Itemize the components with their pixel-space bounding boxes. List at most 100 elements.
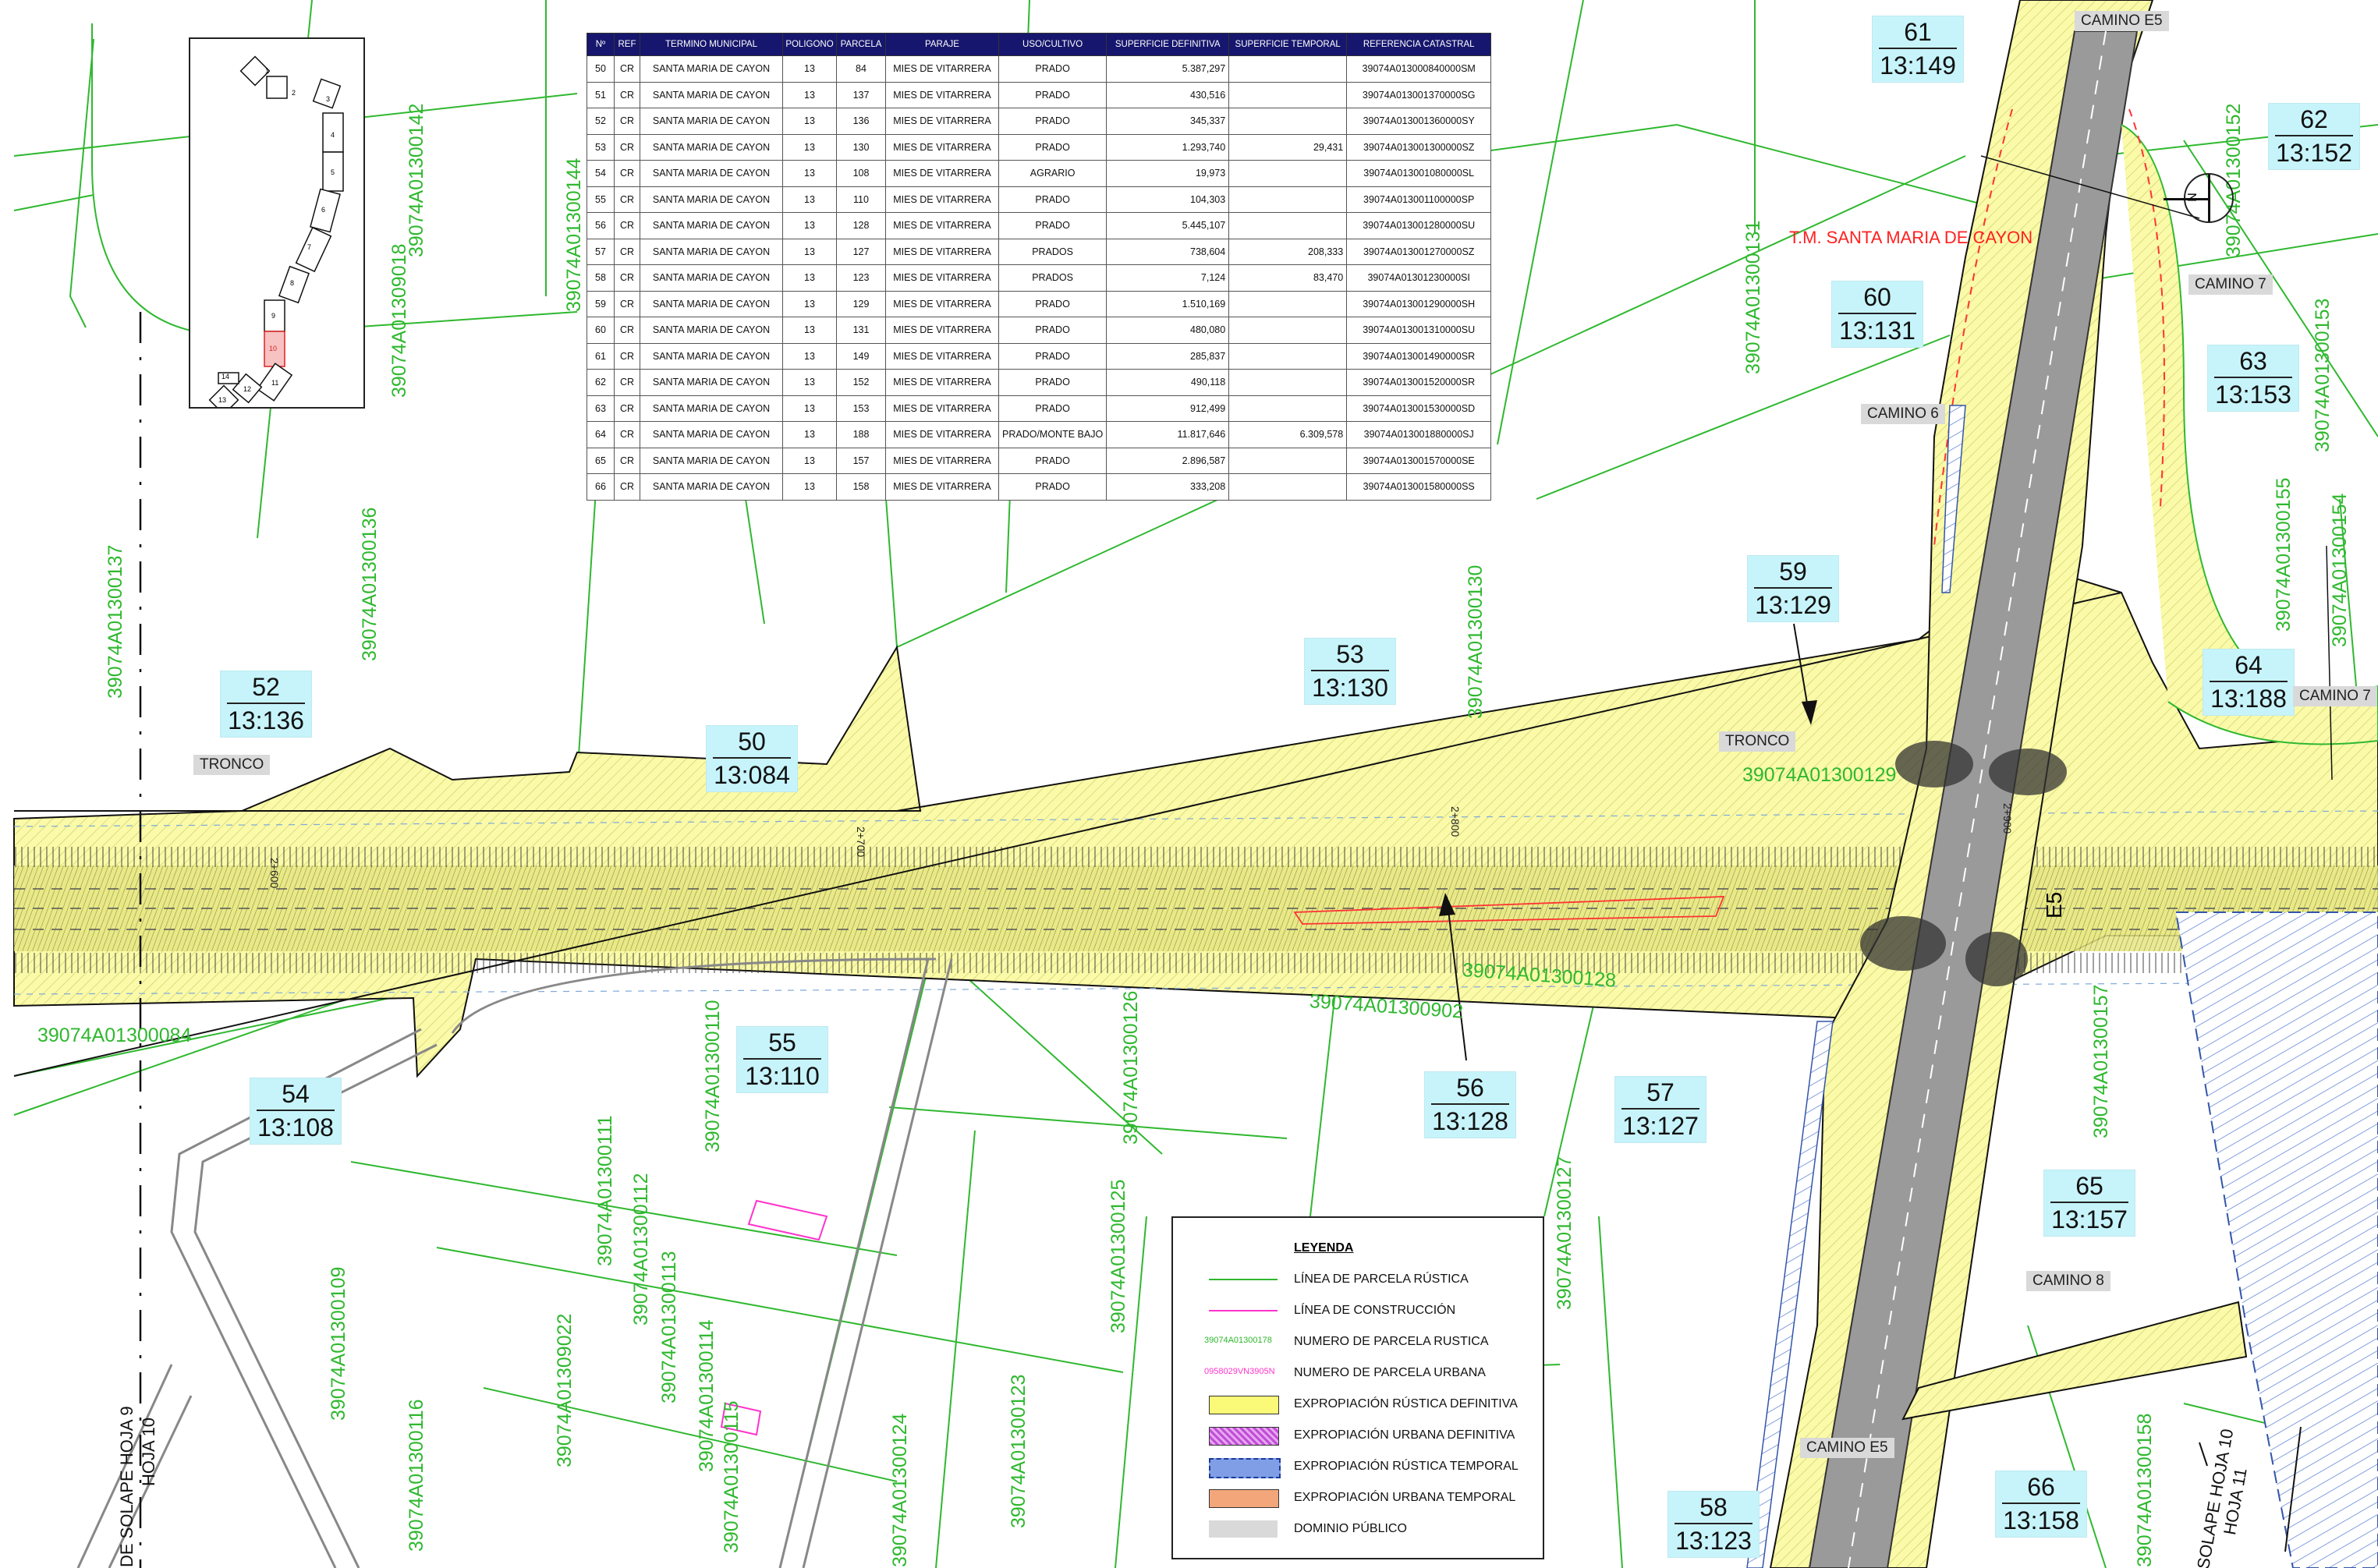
parcel-code: 13:136	[228, 706, 304, 734]
table-cell: 13	[782, 108, 837, 135]
table-cell: MIES DE VITARRERA	[885, 55, 999, 83]
rustic-line-symbol	[1209, 1279, 1278, 1280]
table-cell: PRADO	[998, 212, 1107, 239]
cadastral-ref: 39074A01300123	[1008, 1374, 1030, 1528]
table-cell: SANTA MARIA DE CAYON	[640, 317, 783, 344]
table-cell: MIES DE VITARRERA	[885, 264, 999, 292]
table-cell: 39074A013001520000SR	[1346, 369, 1492, 396]
inset-label: 13	[218, 396, 227, 404]
table-cell: CR	[614, 81, 640, 108]
table-header-cell: SUPERFICIE TEMPORAL	[1228, 33, 1348, 56]
table-cell: 39074A013001300000SZ	[1346, 133, 1492, 161]
table-cell: 13	[782, 264, 837, 292]
table-cell: PRADO/MONTE BAJO	[998, 421, 1107, 448]
cadastral-ref: 39074A01300154	[2329, 493, 2351, 647]
cadastral-ref: 39074A01300109	[328, 1266, 349, 1421]
table-header-cell: PARCELA	[836, 33, 886, 56]
parcel-number: 63	[2214, 345, 2292, 378]
table-cell: CR	[614, 160, 640, 187]
parcel-number: 64	[2210, 649, 2288, 682]
table-cell: CR	[614, 447, 640, 474]
parcel-code: 13:149	[1880, 51, 1956, 80]
table-cell	[1228, 342, 1348, 370]
table-cell	[1228, 317, 1348, 344]
table-cell: PRADO	[998, 473, 1107, 501]
table-cell: 128	[836, 212, 886, 239]
legend-item: EXPROPIACIÓN URBANA DEFINITIVA	[1173, 1421, 1543, 1449]
table-cell: 39074A013001310000SU	[1346, 317, 1492, 344]
cadastral-ref: 39074A01309018	[388, 243, 410, 398]
table-cell: MIES DE VITARRERA	[885, 473, 999, 501]
table-cell: CR	[614, 290, 640, 317]
legend-label: LÍNEA DE PARCELA RÚSTICA	[1294, 1272, 1469, 1286]
road-tag: CAMINO E5	[2075, 11, 2169, 31]
urban-definitive-swatch	[1209, 1427, 1279, 1446]
table-header-cell: PARAJE	[885, 33, 999, 56]
table-cell: 62	[587, 369, 615, 396]
cadastral-ref: 39074A01300130	[1465, 565, 1487, 719]
road-tag: CAMINO 7	[2293, 686, 2377, 706]
sheet-overlap-label: HOJA 10	[139, 1417, 158, 1486]
table-cell: 2.896,587	[1106, 447, 1230, 474]
cadastral-ref: 39074A01300126	[1120, 990, 1142, 1145]
table-cell: 54	[587, 160, 615, 187]
table-cell	[1228, 473, 1348, 501]
table-cell: 60	[587, 317, 615, 344]
table-cell: 130	[836, 133, 886, 161]
table-cell: SANTA MARIA DE CAYON	[640, 212, 783, 239]
parcel-number: 62	[2275, 104, 2353, 136]
table-cell: 13	[782, 81, 837, 108]
table-cell: MIES DE VITARRERA	[885, 290, 999, 317]
table-cell: MIES DE VITARRERA	[885, 317, 999, 344]
inset-label: 8	[290, 279, 295, 287]
table-cell: 39074A013001490000SR	[1346, 342, 1492, 370]
parcel-code: 13:131	[1839, 317, 1916, 345]
table-cell: 50	[587, 55, 615, 83]
table-cell: 480,080	[1106, 317, 1230, 344]
parcel-number: 60	[1838, 281, 1916, 314]
table-cell: 39074A013001570000SE	[1346, 447, 1492, 474]
chainage-mark: 2+600	[268, 858, 281, 889]
cadastral-ref: 39074A01300136	[359, 507, 381, 661]
parcel-number: 58	[1675, 1492, 1752, 1524]
parcel-number: 53	[1311, 639, 1389, 671]
table-cell: 208,333	[1228, 238, 1348, 265]
cadastral-ref: 39074A01300112	[630, 1173, 652, 1326]
table-cell	[1228, 395, 1348, 422]
table-cell	[1228, 186, 1348, 213]
table-cell: 59	[587, 290, 615, 317]
table-cell: 13	[782, 369, 837, 396]
parcel-number: 66	[2002, 1471, 2080, 1504]
parcel-number: 56	[1431, 1072, 1509, 1105]
north-label: N	[2185, 193, 2199, 202]
parcel-code: 13:123	[1675, 1527, 1752, 1555]
table-cell: CR	[614, 473, 640, 501]
table-cell: MIES DE VITARRERA	[885, 421, 999, 448]
table-cell: SANTA MARIA DE CAYON	[640, 133, 783, 161]
table-cell: CR	[614, 133, 640, 161]
table-cell: 127	[836, 238, 886, 265]
table-cell: CR	[614, 238, 640, 265]
table-cell: 137	[836, 81, 886, 108]
legend: LEYENDA LÍNEA DE PARCELA RÚSTICA LÍNEA D…	[1171, 1216, 1544, 1559]
cadastral-ref: 39074A01300116	[406, 1399, 427, 1552]
table-cell: CR	[614, 264, 640, 292]
table-cell: 51	[587, 81, 615, 108]
table-cell: PRADO	[998, 55, 1107, 83]
road-e5-label: E5	[2042, 891, 2066, 919]
e5-road	[1808, 30, 2139, 1568]
table-cell	[1228, 290, 1348, 317]
table-cell: 13	[782, 160, 837, 187]
cadastral-ref: 39074A01300115	[721, 1400, 742, 1553]
parcel-code: 13:188	[2210, 685, 2287, 713]
temporal-rustic-area	[2174, 911, 2378, 1568]
cadastral-ref: 39074A01300129	[1742, 764, 1897, 786]
table-cell: 66	[587, 473, 615, 501]
